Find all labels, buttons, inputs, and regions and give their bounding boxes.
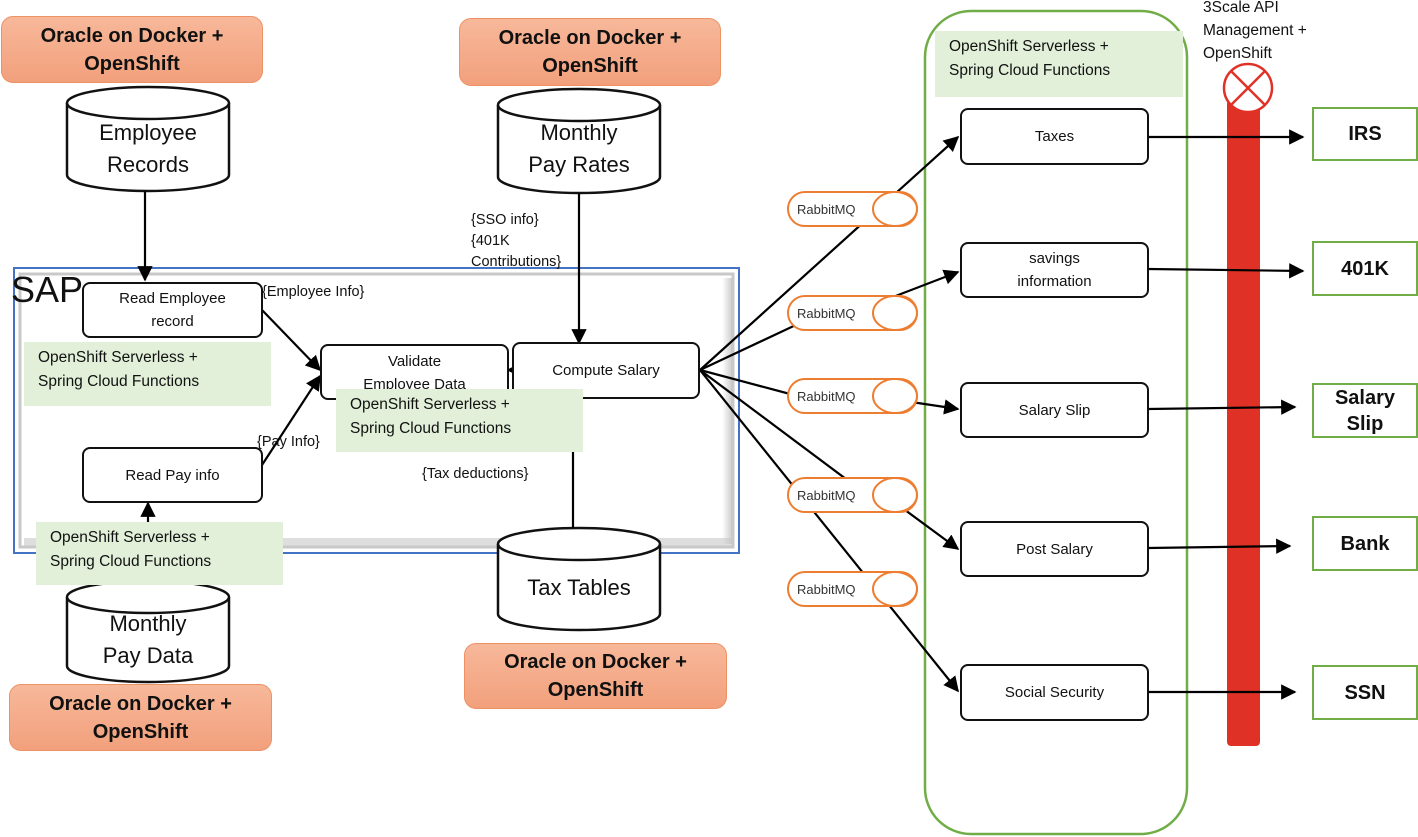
rabbitmq-queue-label: RabbitMQ [797,202,856,217]
rabbitmq-queue[interactable]: RabbitMQ [787,295,918,331]
serverless-label-read-employee: OpenShift Serverless + Spring Cloud Func… [24,342,271,406]
external-irs[interactable]: IRS [1312,107,1418,161]
serverless-label-functions: OpenShift Serverless + Spring Cloud Func… [935,31,1183,97]
edge-compute-to-taxes [699,135,960,371]
external-bank[interactable]: Bank [1312,516,1418,571]
edge-salary-slip-to-external [1147,399,1297,415]
sap-title: SAP [11,269,84,310]
rabbitmq-queue-label: RabbitMQ [797,389,856,404]
function-post-salary[interactable]: Post Salary [960,521,1149,577]
functions-container [923,9,1189,836]
db-monthly-pay-data-shape [65,579,231,684]
edge-post-salary-to-bank [1147,538,1292,554]
db-tax-tables: Tax Tables [527,575,631,600]
rabbitmq-queue-cap [872,378,918,414]
rabbitmq-queue-cap [872,571,918,607]
process-read-pay-info[interactable]: Read Pay info [82,447,263,503]
function-savings-information[interactable]: savings information [960,242,1149,298]
external-salary-slip[interactable]: Salary Slip [1312,383,1418,438]
note-sso-401k: {SSO info} {401K Contributions} [471,212,562,270]
function-salary-slip[interactable]: Salary Slip [960,382,1149,438]
edge-read-employee-to-validate [261,309,322,372]
rabbitmq-queue-label: RabbitMQ [797,582,856,597]
edge-savings-to-401k [1147,263,1305,279]
note-tax-deductions: {Tax deductions} [422,466,529,482]
db-monthly-pay-rates-shape [496,87,662,195]
oracle-badge-employee-records: Oracle on Docker + OpenShift [1,16,263,83]
serverless-label-validate: OpenShift Serverless + Spring Cloud Func… [336,389,583,452]
db-monthly-pay-rates: Monthly Pay Rates [528,120,630,177]
note-pay-info: {Pay Info} [257,434,320,450]
edge-read-pay-to-validate [261,374,321,466]
oracle-badge-pay-rates: Oracle on Docker + OpenShift [459,18,721,86]
db-tax-tables-shape [496,526,662,632]
process-compute-salary[interactable]: Compute Salary [512,342,700,399]
api-gateway-bar [1222,62,1274,746]
db-employee-records-shape [65,85,231,193]
rabbitmq-queue-label: RabbitMQ [797,488,856,503]
edge-compute-to-social-security [699,369,959,693]
db-employee-records: Employee Records [99,120,197,177]
function-taxes[interactable]: Taxes [960,108,1149,165]
serverless-label-read-pay: OpenShift Serverless + Spring Cloud Func… [36,522,283,585]
db-monthly-pay-data: Monthly Pay Data [102,611,194,668]
external-401k[interactable]: 401K [1312,241,1418,296]
api-gateway-label: 3Scale API Management + OpenShift [1203,0,1307,62]
process-read-employee-record[interactable]: Read Employee record [82,282,263,338]
oracle-badge-tax-tables: Oracle on Docker + OpenShift [464,643,727,709]
oracle-badge-pay-data: Oracle on Docker + OpenShift [9,684,272,751]
rabbitmq-queue[interactable]: RabbitMQ [787,477,918,513]
rabbitmq-queue-cap [872,477,918,513]
rabbitmq-queues: RabbitMQ RabbitMQ RabbitMQ RabbitMQ RabbitMQ [787,191,918,607]
note-employee-info: {Employee Info} [262,284,365,300]
function-social-security[interactable]: Social Security [960,664,1149,721]
external-ssn[interactable]: SSN [1312,665,1418,720]
rabbitmq-queue-label: RabbitMQ [797,306,856,321]
rabbitmq-queue[interactable]: RabbitMQ [787,571,918,607]
rabbitmq-queue-cap [872,295,918,331]
rabbitmq-queue[interactable]: RabbitMQ [787,191,918,227]
rabbitmq-queue-cap [872,191,918,227]
rabbitmq-queue[interactable]: RabbitMQ [787,378,918,414]
